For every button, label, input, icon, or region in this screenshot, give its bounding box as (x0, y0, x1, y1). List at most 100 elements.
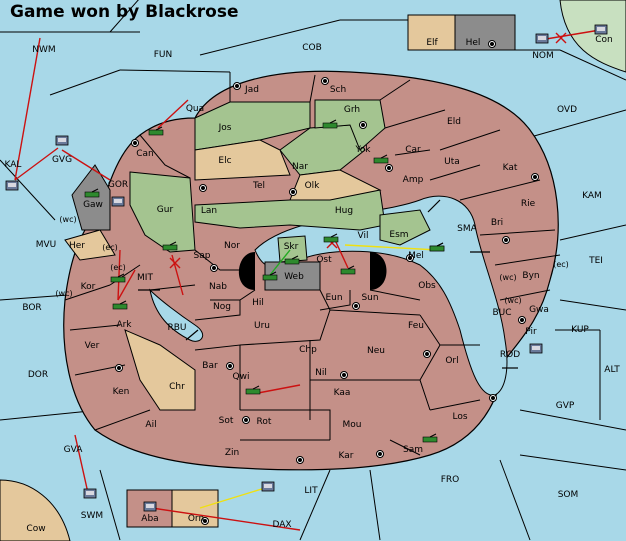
army-unit-Ost[interactable] (340, 265, 356, 275)
sea-label-COB: COB (302, 43, 322, 53)
land-label-Ver: Ver (85, 341, 100, 351)
army-unit-Sam[interactable] (422, 433, 438, 443)
sea-label-GOR: GOR (108, 180, 128, 190)
army-unit-Ark[interactable] (112, 300, 128, 310)
sea-label-KAL: KAL (5, 160, 22, 170)
fleet-unit-SWM[interactable] (83, 488, 97, 499)
fleet-unit-NOM[interactable] (535, 33, 549, 44)
land-label-Bri: Bri (491, 218, 503, 228)
land-label-Qua: Qua (186, 104, 204, 114)
army-unit-Kor[interactable] (110, 273, 126, 283)
sea-label-FRO: FRO (441, 475, 460, 485)
sea-label-FUN: FUN (154, 50, 173, 60)
land-label-Kaa: Kaa (334, 388, 351, 398)
tan-territories (64, 139, 382, 411)
army-unit-Grh[interactable] (322, 119, 338, 129)
army-unit-Qwi[interactable] (245, 385, 261, 395)
coast-mark: (wc) (59, 215, 76, 224)
land-label-Pir: Pir (525, 327, 537, 337)
land-label-Sun: Sun (361, 293, 378, 303)
land-label-Kor: Kor (81, 282, 96, 292)
land-label-Can: Can (136, 149, 154, 159)
cut-markers (169, 32, 567, 269)
coast-mark: (ec) (110, 263, 126, 272)
sea-label-BOR: BOR (22, 303, 41, 313)
land-label-Feu: Feu (408, 321, 424, 331)
land-label-Vil: Vil (358, 231, 369, 241)
land-label-Uta: Uta (444, 157, 460, 167)
connection-arrows (138, 199, 518, 369)
land-label-Elf: Elf (426, 38, 438, 48)
land-label-Chr: Chr (169, 382, 185, 392)
fleet-unit-Aba[interactable] (143, 501, 157, 512)
land-label-Nog: Nog (213, 302, 231, 312)
land-label-Olk: Olk (305, 181, 321, 191)
land-label-Nab: Nab (209, 282, 227, 292)
land-label-Qwi: Qwi (233, 372, 250, 382)
page-title: Game won by Blackrose (10, 2, 239, 22)
land-label-Her: Her (69, 241, 85, 251)
coast-mark: (wc) (504, 296, 521, 305)
land-label-Jos: Jos (218, 123, 232, 133)
land-label-Amp: Amp (403, 175, 424, 185)
land-label-Sam: Sam (403, 445, 423, 455)
coast-mark: (wc) (499, 273, 516, 282)
black-lozenge-west (238, 252, 255, 290)
army-unit-Qua[interactable] (148, 126, 164, 136)
land-label-Rie: Rie (521, 199, 536, 209)
land-label-Grh: Grh (344, 105, 360, 115)
land-label-Bar: Bar (202, 361, 218, 371)
sea-label-TEI: TEI (588, 256, 603, 266)
fleet-unit-Con[interactable] (594, 24, 608, 35)
sea-label-GVP: GVP (556, 401, 575, 411)
sea-label-GVG: GVG (52, 155, 72, 165)
land-label-Los: Los (452, 412, 467, 422)
inner-sea-rbu (149, 288, 204, 342)
land-label-Chp: Chp (299, 345, 317, 355)
land-label-Gur: Gur (157, 205, 174, 215)
army-unit-Vil[interactable] (323, 233, 339, 243)
fleet-unit-KAL[interactable] (5, 180, 19, 191)
land-label-Nar: Nar (292, 162, 308, 172)
land-label-Obs: Obs (418, 281, 436, 291)
land-label-Kar: Kar (339, 451, 354, 461)
region-Hel (454, 14, 516, 51)
supply-centres (115, 40, 539, 525)
sea-label-NWM: NWM (32, 45, 55, 55)
territory-borders (64, 72, 561, 456)
land-label-Skr: Skr (284, 242, 299, 252)
army-unit-Gaw[interactable] (84, 188, 100, 198)
sea-label-LIT: LIT (304, 486, 318, 496)
army-unit-Sap[interactable] (162, 241, 178, 251)
land-label-Hil: Hil (252, 298, 264, 308)
army-unit-Yok[interactable] (373, 154, 389, 164)
land-label-Hel: Hel (466, 38, 481, 48)
sea-label-MVU: MVU (36, 240, 57, 250)
fleet-unit-LIT[interactable] (261, 481, 275, 492)
army-unit-Skr[interactable] (284, 255, 300, 265)
sea-label-DOR: DOR (28, 370, 48, 380)
coast-mark: (ec) (102, 243, 118, 252)
fleet-unit-GVG[interactable] (55, 135, 69, 146)
region-Orn (171, 489, 219, 528)
army-unit-Web[interactable] (262, 271, 278, 281)
coast-mark: (ec) (553, 260, 569, 269)
black-lozenge-east (370, 252, 387, 290)
land-label-Ost: Ost (316, 255, 332, 265)
land-label-Ail: Ail (145, 420, 156, 430)
land-label-Uru: Uru (254, 321, 270, 331)
fleet-unit-GOR[interactable] (111, 196, 125, 207)
land-label-Rot: Rot (257, 417, 272, 427)
land-label-Ark: Ark (116, 320, 132, 330)
region-Elf (407, 14, 456, 51)
land-label-Yok: Yok (354, 145, 371, 155)
sea-label-Cow: Cow (26, 524, 45, 534)
army-unit-Mel[interactable] (429, 242, 445, 252)
land-label-Aba: Aba (141, 514, 158, 524)
land-label-Gwa: Gwa (529, 305, 549, 315)
fleet-unit-Pir[interactable] (529, 343, 543, 354)
land-label-Mou: Mou (343, 420, 362, 430)
land-label-Car: Car (405, 145, 421, 155)
